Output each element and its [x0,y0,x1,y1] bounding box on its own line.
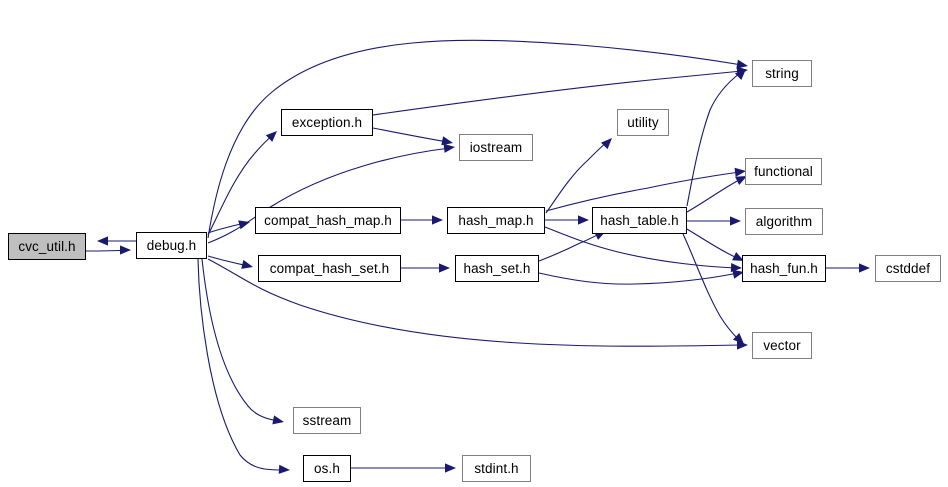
edge-debug-to-sstream [201,258,279,422]
arrowhead-debug-to-iostream [443,143,455,153]
node-label: cstddef [885,260,931,276]
edge-hash_map-to-functional [545,171,741,212]
node-label: compat_hash_set.h [269,260,390,276]
node-vector[interactable]: vector [752,332,812,359]
edge-debug-to-exception [207,132,276,236]
node-debug[interactable]: debug.h [136,232,207,259]
edge-debug-to-string [207,39,743,239]
node-hash_table[interactable]: hash_table.h [592,207,687,234]
edge-hash_set-to-hash_table [538,232,602,262]
arrowhead-hash_map-to-hash_table [578,215,589,225]
edge-hash_table-to-vector [682,233,740,341]
arrowhead-debug-to-exception [265,131,277,142]
arrowhead-hash_table-to-hash_fun [732,252,744,261]
node-os[interactable]: os.h [303,455,351,482]
node-label: os.h [314,460,340,476]
node-iostream[interactable]: iostream [459,134,533,161]
node-label: iostream [469,139,523,155]
arrowhead-hash_table-to-vector [732,333,744,344]
arrowhead-hash_fun-to-cstddef [859,263,870,273]
arrowhead-debug-to-compat_hash_set [241,259,253,269]
node-label: hash_table.h [600,212,679,228]
edge-hash_table-to-functional [686,178,742,213]
node-stdint[interactable]: stdint.h [462,455,531,482]
edge-debug-to-iostream [207,147,451,244]
node-label: functional [754,163,813,179]
arrowhead-hash_map-to-functional [734,167,746,177]
node-sstream[interactable]: sstream [293,407,361,434]
arrowhead-debug-to-compat_hash_map [238,220,250,230]
arrowhead-hash_map-to-hash_fun [730,262,742,273]
node-label: hash_map.h [458,212,534,228]
arrowhead-hash_table-to-string [734,69,746,80]
edge-debug-to-compat_hash_set [207,255,249,267]
arrowhead-compat_hash_map-to-hash_map [432,215,443,225]
arrowhead-exception-to-iostream [441,136,453,146]
node-string[interactable]: string [752,60,812,87]
arrowhead-debug-to-string [736,59,748,69]
node-label: vector [763,337,801,353]
arrowhead-hash_map-to-utility [601,138,612,150]
node-label: stdint.h [474,460,519,476]
node-compat_hash_set[interactable]: compat_hash_set.h [258,255,401,282]
node-label: debug.h [146,237,197,253]
edge-hash_map-to-utility [545,140,609,214]
node-label: algorithm [755,213,813,229]
edge-hash_set-to-hash_fun [538,272,739,285]
node-label: utility [627,114,659,130]
arrowhead-os-to-stdint [445,463,456,473]
edge-exception-to-string [372,70,743,116]
edge-hash_table-to-string [686,72,741,207]
arrowhead-debug-to-sstream [272,415,284,425]
edge-hash_table-to-hash_fun [686,228,740,260]
node-label: compat_hash_map.h [264,212,392,228]
node-label: cvc_util.h [18,238,76,254]
node-label: hash_set.h [463,260,531,276]
node-cstddef[interactable]: cstddef [875,255,941,282]
edge-hash_map-to-hash_fun [544,226,738,269]
node-label: string [765,65,799,81]
node-hash_fun[interactable]: hash_fun.h [742,255,826,282]
node-functional[interactable]: functional [745,158,822,185]
node-hash_map[interactable]: hash_map.h [447,207,545,234]
arrowhead-hash_table-to-algorithm [730,216,741,226]
edge-debug-to-vector [207,258,743,347]
arrowhead-debug-to-cvc_util [97,236,108,246]
edge-exception-to-iostream [372,127,449,143]
node-hash_set[interactable]: hash_set.h [455,255,539,282]
arrowhead-hash_table-to-functional [735,176,747,185]
node-algorithm[interactable]: algorithm [745,208,823,235]
arrowhead-hash_set-to-hash_fun [732,269,744,279]
node-label: sstream [302,412,352,428]
edge-debug-to-os [197,258,284,471]
node-compat_hash_map[interactable]: compat_hash_map.h [255,207,401,234]
arrowhead-debug-to-os [278,464,290,474]
node-label: exception.h [291,114,363,130]
arrowhead-cvc_util-to-debug [120,245,131,255]
node-label: hash_fun.h [750,260,818,276]
arrowhead-compat_hash_set-to-hash_set [439,263,450,273]
node-exception[interactable]: exception.h [281,109,373,136]
node-cvc_util[interactable]: cvc_util.h [8,233,86,260]
arrowhead-debug-to-vector [737,340,748,350]
node-utility[interactable]: utility [617,109,669,136]
